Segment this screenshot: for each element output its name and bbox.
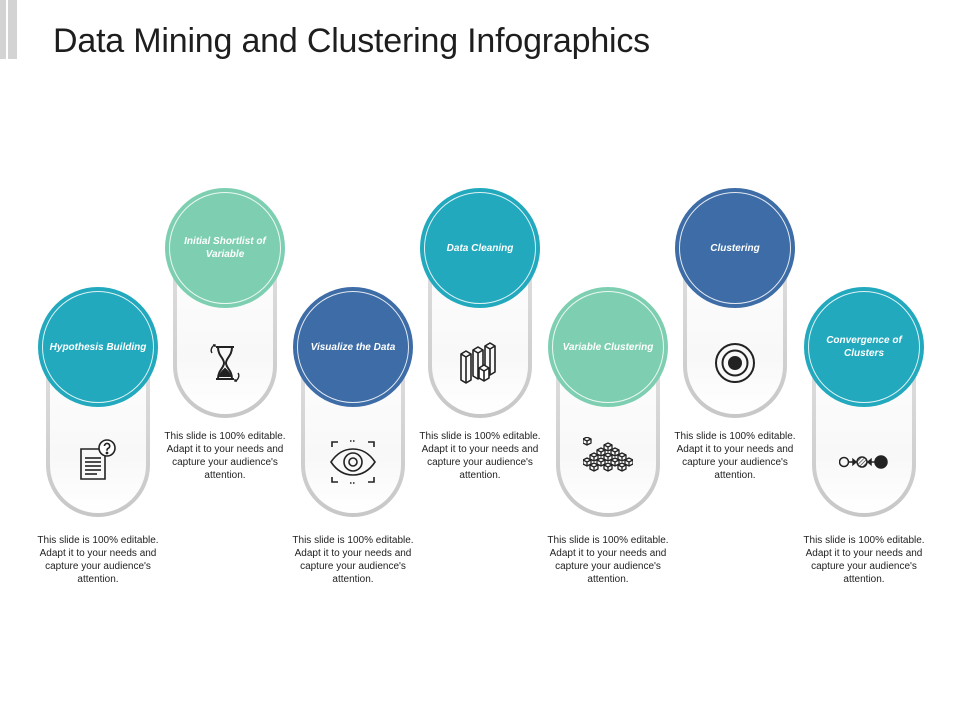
step-label: Data Cleaning — [446, 242, 514, 254]
step-description: This slide is 100% editable. Adapt it to… — [292, 535, 414, 585]
step-circle-ring — [808, 291, 920, 403]
step-label: Visualize the Data — [310, 341, 396, 353]
hourglass-icon — [200, 338, 250, 388]
step-label: Hypothesis Building — [49, 341, 147, 353]
target-icon — [710, 338, 760, 388]
step-circle: Data Cleaning — [420, 188, 540, 308]
step-circle: Initial Shortlist of Variable — [165, 188, 285, 308]
step-circle-ring — [552, 291, 664, 403]
step-circle: Visualize the Data — [293, 287, 413, 407]
step-circle-ring — [679, 192, 791, 304]
step-circle: Clustering — [675, 188, 795, 308]
step-description: This slide is 100% editable. Adapt it to… — [419, 431, 541, 481]
step-description: This slide is 100% editable. Adapt it to… — [37, 535, 159, 585]
step-circle-ring — [169, 192, 281, 304]
step-label: Convergence of Clusters — [826, 335, 902, 359]
page-title: Data Mining and Clustering Infographics — [53, 22, 650, 60]
step-description: This slide is 100% editable. Adapt it to… — [547, 535, 669, 585]
convergence-icon — [839, 437, 889, 487]
step-label: Initial Shortlist of Variable — [184, 236, 266, 260]
eye-scan-icon — [328, 437, 378, 487]
bar-blocks-icon — [455, 338, 505, 388]
step-circle-ring — [297, 291, 409, 403]
cube-cluster-icon — [583, 437, 633, 487]
step-description: This slide is 100% editable. Adapt it to… — [803, 535, 925, 585]
step-circle: Convergence of Clusters — [804, 287, 924, 407]
step-circle: Hypothesis Building — [38, 287, 158, 407]
step-circle: Variable Clustering — [548, 287, 668, 407]
step-circle-ring — [42, 291, 154, 403]
document-question-icon — [73, 437, 123, 487]
title-accent-bar — [0, 0, 17, 59]
step-circle-ring — [424, 192, 536, 304]
step-label: Variable Clustering — [562, 341, 654, 353]
step-description: This slide is 100% editable. Adapt it to… — [674, 431, 796, 481]
step-description: This slide is 100% editable. Adapt it to… — [164, 431, 286, 481]
step-label: Clustering — [710, 242, 760, 254]
